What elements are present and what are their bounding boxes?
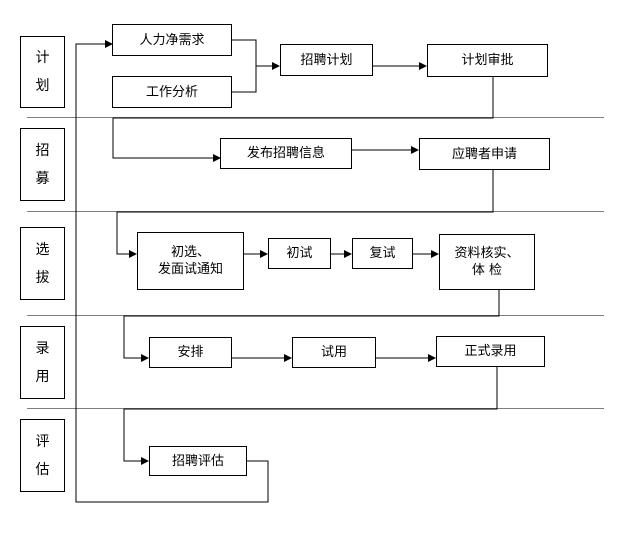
stage-plan: 计 划 bbox=[20, 36, 65, 108]
box-applicant-apply: 应聘者申请 bbox=[419, 138, 550, 170]
stage-evaluate-char-1: 评 bbox=[35, 433, 50, 450]
stage-evaluate-char-2: 估 bbox=[35, 461, 50, 478]
stage-hire-char-1: 录 bbox=[35, 340, 50, 357]
arrow-to-arrangement bbox=[123, 290, 500, 362]
box-recruitment-plan: 招聘计划 bbox=[280, 44, 373, 76]
box-formal-hire: 正式录用 bbox=[436, 336, 545, 367]
box-second-interview: 复试 bbox=[352, 238, 413, 269]
box-first-interview: 初试 bbox=[268, 238, 331, 269]
box-plan-approval: 计划审批 bbox=[427, 44, 548, 77]
box-arrangement: 安排 bbox=[149, 337, 232, 368]
stage-plan-char-1: 计 bbox=[35, 50, 50, 66]
arrow-to-publish-info bbox=[112, 77, 494, 162]
box-recruitment-evaluation: 招聘评估 bbox=[149, 446, 247, 476]
box-probation: 试用 bbox=[292, 337, 376, 368]
box-manpower-demand: 人力净需求 bbox=[112, 24, 232, 56]
stage-recruit-char-1: 招 bbox=[35, 142, 50, 159]
box-verification: 资料核实、 体 检 bbox=[439, 234, 535, 290]
stage-select-char-1: 选 bbox=[35, 241, 50, 258]
stage-recruit-char-2: 募 bbox=[35, 170, 50, 187]
merge-bracket bbox=[232, 39, 257, 93]
stage-hire: 录 用 bbox=[20, 326, 65, 399]
arrow-to-initial-screening bbox=[116, 170, 494, 258]
box-job-analysis: 工作分析 bbox=[112, 76, 232, 108]
stage-hire-char-2: 用 bbox=[35, 368, 50, 385]
stage-select-char-2: 拔 bbox=[35, 269, 50, 286]
box-initial-screening: 初选、 发面试通知 bbox=[137, 232, 244, 290]
stage-plan-char-2: 划 bbox=[35, 78, 50, 94]
stage-evaluate: 评 估 bbox=[20, 419, 65, 492]
box-publish-info: 发布招聘信息 bbox=[220, 138, 352, 169]
feedback-loop-arrow bbox=[75, 40, 269, 503]
arrow-to-recruitment-evaluation bbox=[123, 367, 498, 465]
stage-select: 选 拔 bbox=[20, 227, 65, 300]
stage-recruit: 招 募 bbox=[20, 128, 65, 201]
